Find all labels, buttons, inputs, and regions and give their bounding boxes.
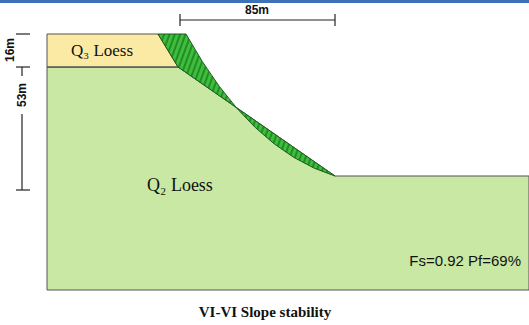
top-bar bbox=[0, 0, 529, 3]
sliding-mass bbox=[158, 34, 335, 176]
dimension-label: 16m bbox=[4, 38, 16, 62]
q2-layer bbox=[47, 67, 529, 290]
layer-name: Q₂ Loess bbox=[147, 175, 213, 196]
figure-caption: VI-VI Slope stability bbox=[199, 305, 332, 320]
layer-name: Q₃ Loess bbox=[71, 41, 133, 61]
dimension-label: 85m bbox=[245, 4, 269, 16]
layer-region: Q₂ Loess bbox=[120, 165, 240, 205]
dimension-16m bbox=[16, 34, 30, 67]
layer-boundary bbox=[47, 67, 178, 68]
q3-layer bbox=[47, 34, 178, 67]
dimension-53m bbox=[16, 67, 30, 190]
stability-result: Fs=0.92 Pf=69% bbox=[409, 253, 521, 268]
dimension-label: 53m bbox=[16, 83, 28, 107]
layer-region: Q₃ Loess bbox=[48, 35, 156, 66]
